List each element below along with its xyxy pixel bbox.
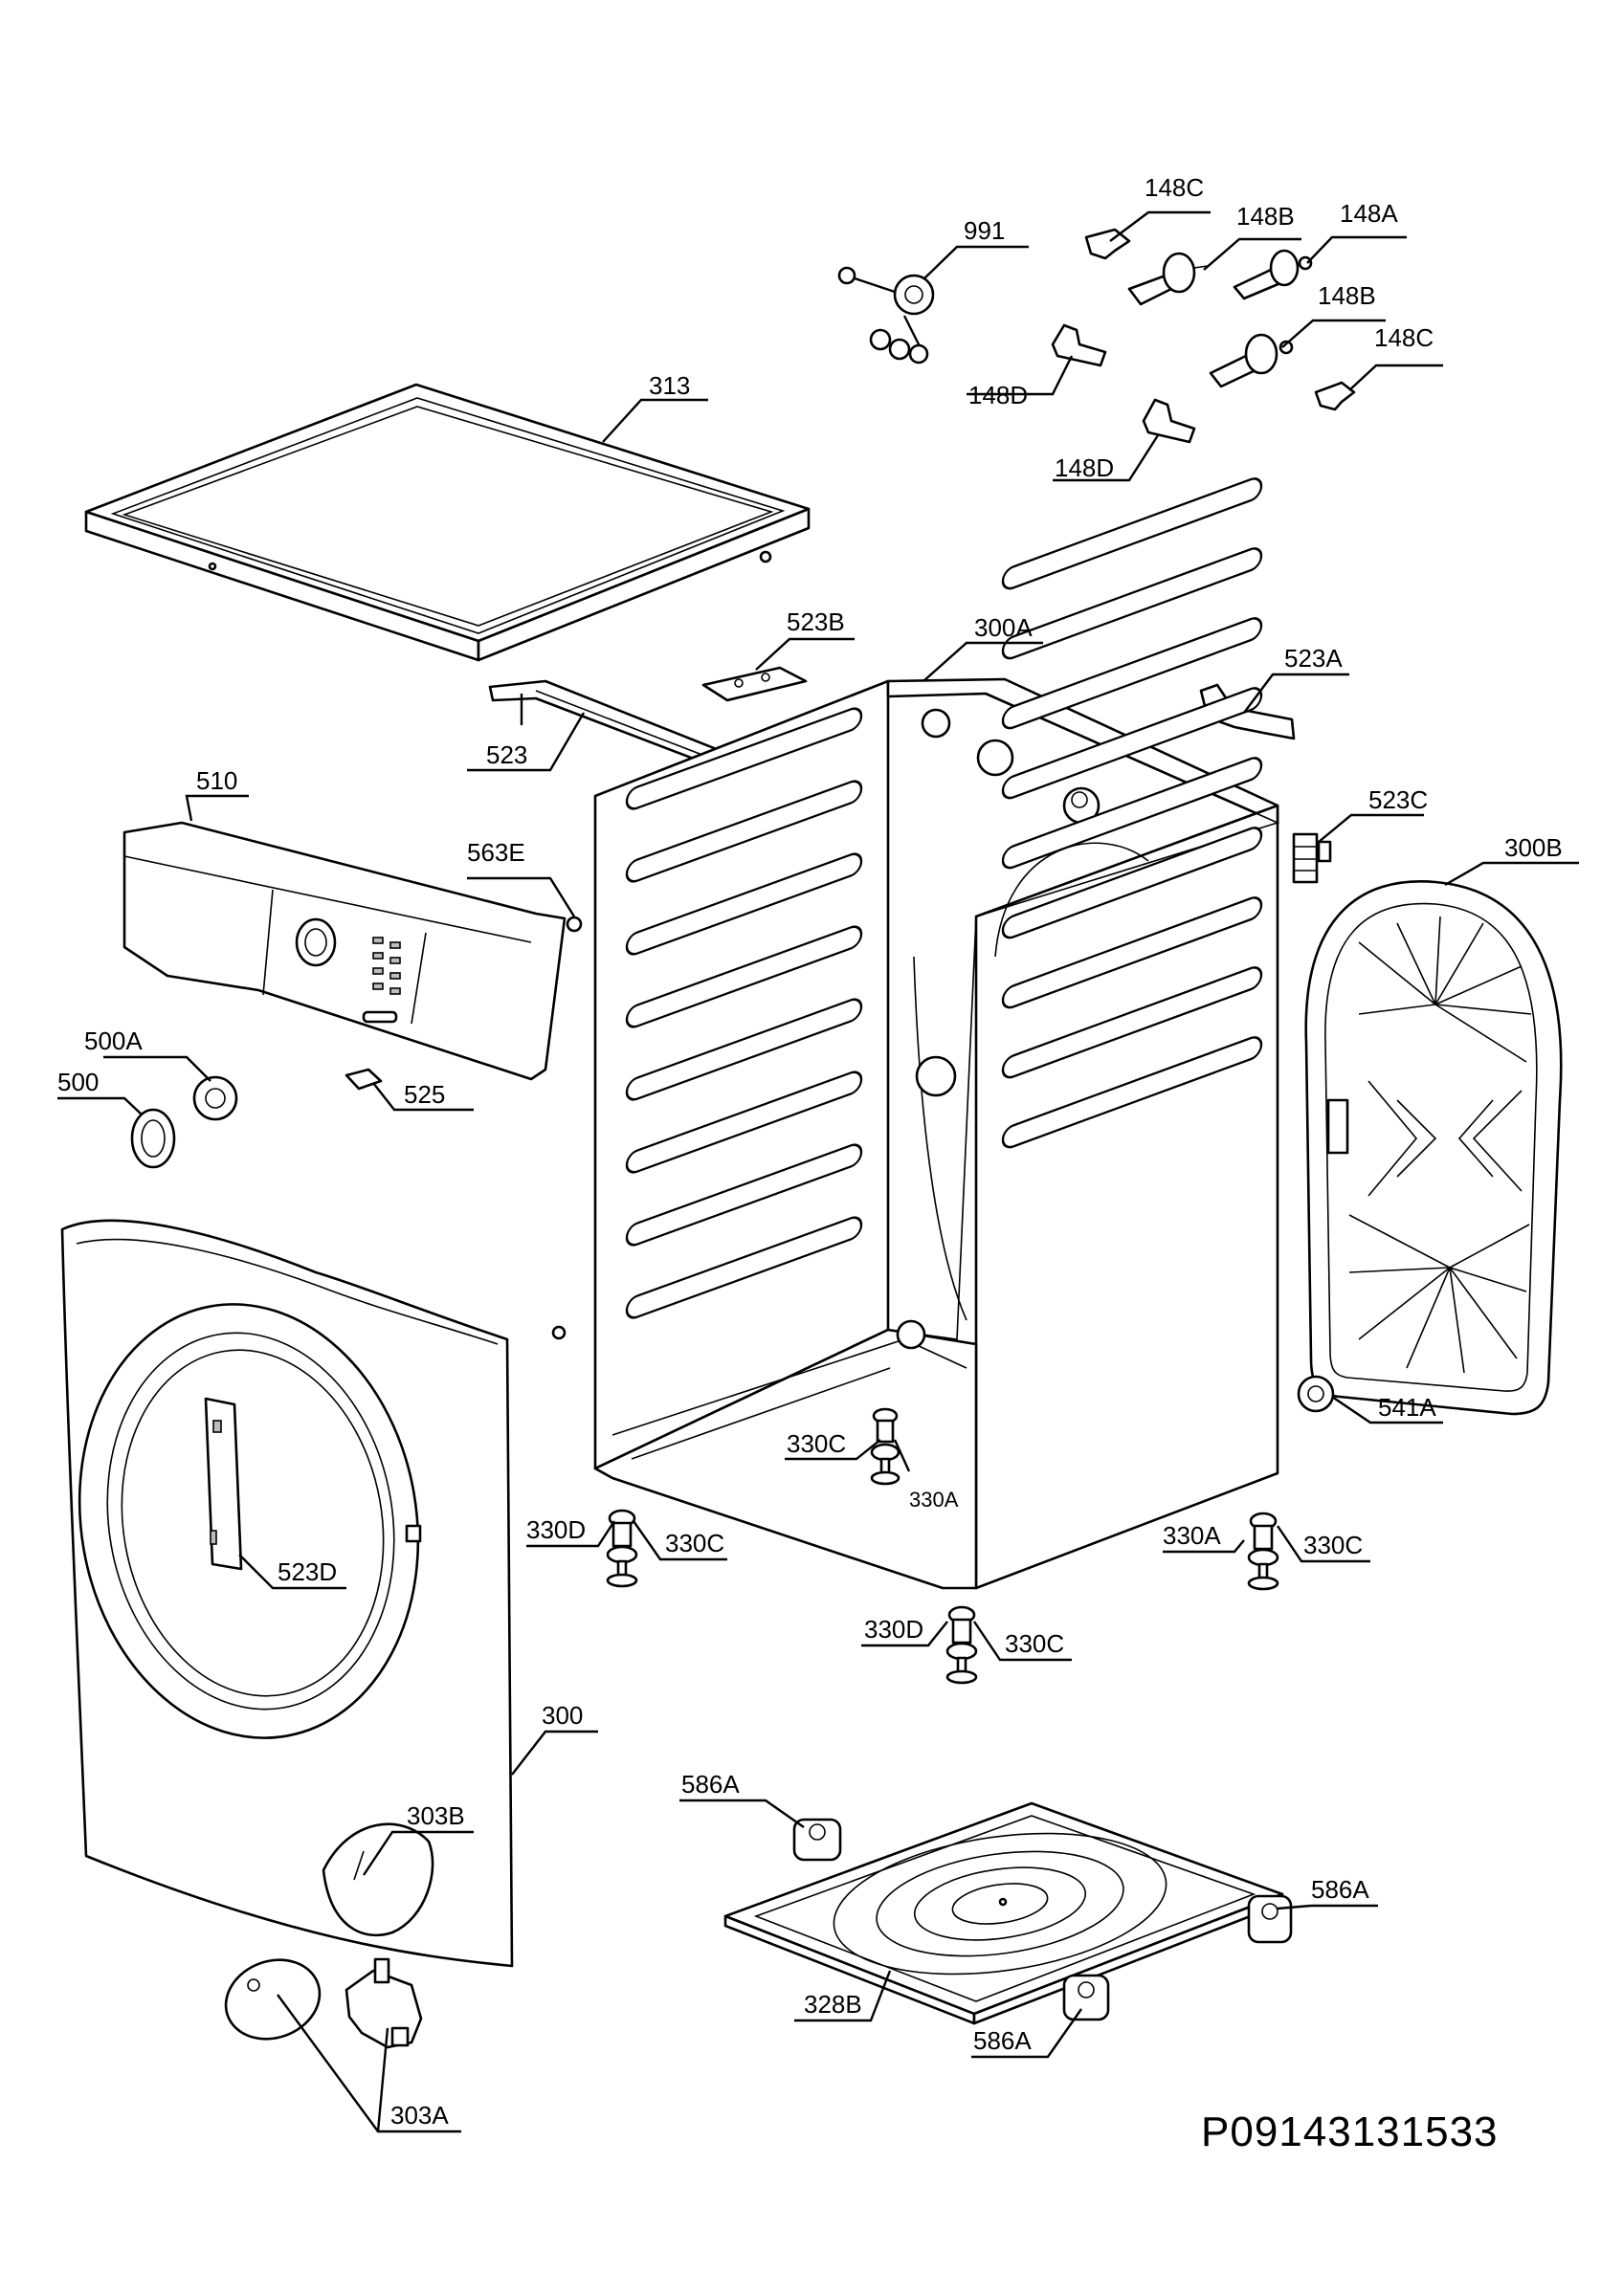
hinge-pin-part-148A: [1233, 249, 1313, 300]
clip-part-525: [345, 1068, 383, 1091]
top-lid-part-313: [84, 383, 811, 662]
callout-300B: 300B: [1504, 833, 1563, 862]
hinge-clip-part-148C-top: [1084, 228, 1131, 260]
callout-523B: 523B: [787, 607, 845, 636]
callout-330D-left: 330D: [526, 1515, 586, 1544]
callout-541A: 541A: [1378, 1393, 1436, 1422]
bracket-part-523C: [1292, 832, 1332, 884]
callout-523D: 523D: [278, 1557, 337, 1586]
hinge-pin-part-148B-mid: [1209, 333, 1294, 388]
callout-300: 300: [542, 1701, 583, 1730]
callout-586A-right: 586A: [1311, 1875, 1369, 1904]
callout-300A: 300A: [974, 613, 1033, 642]
callout-148A: 148A: [1340, 199, 1398, 228]
callout-330C-mid: 330C: [1005, 1629, 1064, 1658]
callout-330C-inner: 330C: [787, 1429, 846, 1458]
callout-330A-inner: 330A: [909, 1488, 959, 1512]
callout-313: 313: [649, 371, 690, 400]
callout-525: 525: [404, 1080, 445, 1109]
callout-500A: 500A: [84, 1027, 143, 1055]
callout-148C-right: 148C: [1374, 323, 1434, 352]
callout-303A: 303A: [390, 2101, 449, 2130]
callout-330D-mid: 330D: [864, 1615, 923, 1644]
foot-part-330-right: [1247, 1512, 1279, 1591]
hinge-bracket-part-148D-low: [1142, 398, 1196, 444]
callout-586A-top: 586A: [681, 1770, 740, 1799]
callout-330C-right: 330C: [1303, 1531, 1363, 1559]
callout-148D-low: 148D: [1055, 453, 1114, 482]
callout-148C-top: 148C: [1145, 173, 1204, 202]
callout-563E: 563E: [467, 838, 525, 867]
door-lock-part-500A: [192, 1075, 238, 1121]
base-foot-part-586A-top: [792, 1818, 842, 1862]
callout-523: 523: [486, 740, 527, 769]
hinge-bracket-part-148D-left: [1051, 323, 1107, 367]
callout-330A-right: 330A: [1163, 1521, 1221, 1550]
control-panel-part-510: [122, 821, 567, 1081]
callout-303B: 303B: [407, 1801, 465, 1830]
callout-991: 991: [964, 216, 1005, 245]
cabinet-part-300A: [593, 477, 1280, 1590]
callout-523C: 523C: [1368, 785, 1428, 814]
foot-part-330-inner: [870, 1407, 900, 1486]
front-panel-part-300: [60, 1219, 514, 1968]
hub-part-541A: [1297, 1375, 1335, 1413]
base-foot-part-586A-bottom: [1062, 1974, 1110, 2021]
callout-148B-mid: 148B: [1318, 281, 1376, 310]
callout-510: 510: [196, 766, 237, 795]
callout-500: 500: [57, 1068, 99, 1096]
hinge-pin-part-148B-top: [1127, 252, 1209, 306]
callout-148D-left: 148D: [968, 381, 1028, 409]
back-panel-part-300B: [1304, 880, 1563, 1416]
ring-part-500: [130, 1108, 176, 1169]
callout-leaders: [57, 210, 1579, 2133]
callout-148B-top: 148B: [1236, 202, 1295, 231]
screw-part-563E: [551, 916, 583, 1340]
base-foot-part-586A-right: [1247, 1894, 1293, 1944]
foot-part-330-left: [606, 1509, 638, 1588]
base-part-328B: [723, 1801, 1284, 2025]
hinge-clip-part-148C-right: [1314, 381, 1356, 411]
callout-523A: 523A: [1284, 644, 1343, 673]
callout-586A-bottom: 586A: [973, 2026, 1032, 2055]
drain-hose-part-991: [837, 266, 935, 364]
callout-328B: 328B: [804, 1990, 862, 2019]
diagram-code: P09143131533: [1201, 2108, 1499, 2155]
door-hinge-part-303A: [224, 1957, 423, 2049]
foot-part-330-mid: [945, 1605, 978, 1685]
callout-labels: 991 148C 148B 148A 148B 148C 148D 148D 3…: [57, 173, 1563, 2130]
callout-330C-left: 330C: [665, 1529, 724, 1557]
bracket-part-523B: [701, 666, 808, 702]
